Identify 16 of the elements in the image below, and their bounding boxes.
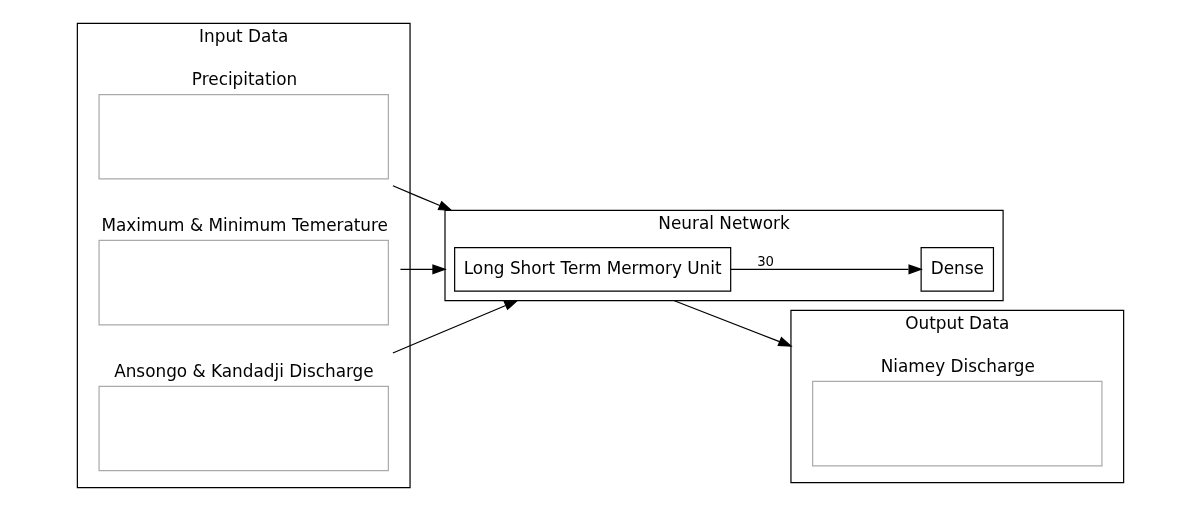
node-label: Ansongo & Kandadji Discharge [114, 360, 374, 381]
node-box: Dense [920, 246, 995, 292]
node-box [98, 385, 389, 471]
arrow [392, 184, 453, 211]
arrow [730, 263, 923, 274]
edge-label: 30 [757, 253, 775, 268]
node-box [98, 239, 389, 325]
node-label: Precipitation [191, 68, 298, 89]
node-label: Maximum & Minimum Temerature [101, 214, 388, 235]
arrow [673, 299, 793, 347]
arrow [392, 299, 519, 354]
node-label: Niamey Discharge [880, 355, 1035, 376]
arrow [399, 263, 447, 274]
node-box: Long Short Term Mermory Unit [454, 246, 732, 292]
node-box [812, 380, 1103, 466]
node-box [98, 93, 389, 180]
